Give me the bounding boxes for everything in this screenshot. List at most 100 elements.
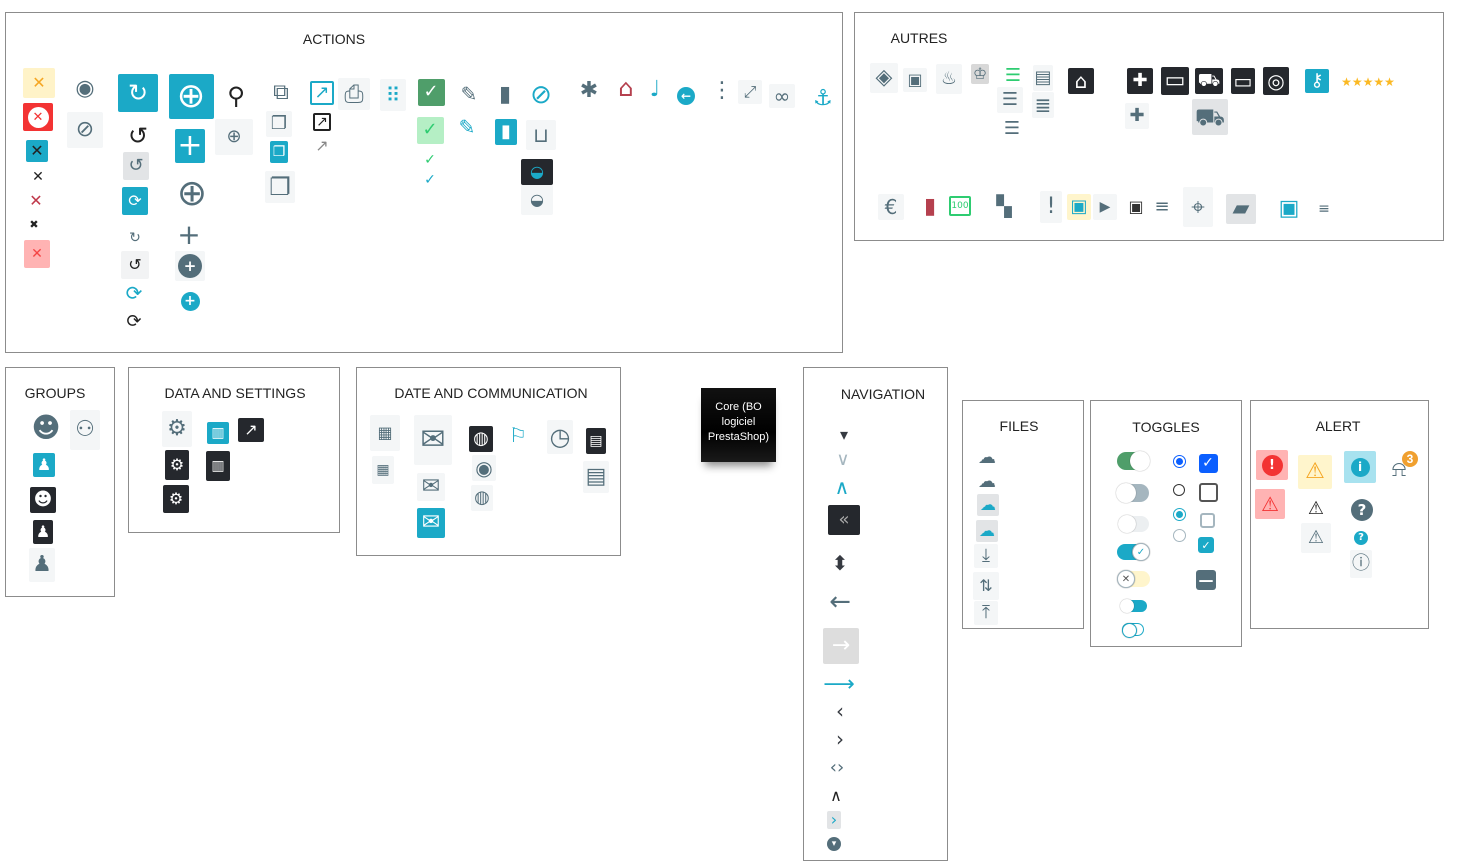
language-icon[interactable]: ◍ <box>471 485 493 511</box>
radio-unchecked[interactable] <box>1172 528 1186 542</box>
list-icon[interactable]: ☰ <box>997 87 1023 113</box>
vpn-key-icon[interactable]: ⚷ <box>1305 69 1329 93</box>
radio-checked[interactable] <box>1172 507 1186 521</box>
swap-vert-icon[interactable]: ⇅ <box>973 572 999 600</box>
download-icon[interactable]: ⤓ <box>974 544 998 568</box>
add-accent-icon[interactable]: + <box>175 129 205 163</box>
euro-icon[interactable]: € <box>878 194 904 220</box>
toggle-switch[interactable] <box>1117 451 1150 471</box>
upload-icon[interactable]: ⤒ <box>974 601 998 625</box>
warning-muted-icon[interactable]: ⚠ <box>1301 523 1331 553</box>
priority-high-icon[interactable]: ! <box>1040 191 1062 223</box>
settings-dark-icon[interactable]: ⚙ <box>165 450 189 480</box>
add-circle-icon[interactable]: + <box>175 251 205 281</box>
sync-accent-icon[interactable]: ⟳ <box>122 187 148 215</box>
assessment-dark-icon[interactable]: ▥ <box>206 451 230 481</box>
file-copy-icon[interactable]: ❐ <box>266 111 292 137</box>
drag-indicator-icon[interactable]: ⠿ <box>380 79 406 111</box>
undo-icon[interactable]: ↺ <box>123 152 149 180</box>
arrow-forward-icon[interactable]: → <box>823 628 859 664</box>
calendar-icon[interactable]: ▦ <box>370 415 400 451</box>
mail-outline-icon[interactable]: ✉ <box>414 415 452 465</box>
description-icon[interactable]: ▤ <box>1033 65 1053 91</box>
warning-icon[interactable]: ⚠ <box>1298 455 1332 489</box>
trending-up-icon[interactable]: ↗ <box>238 418 264 442</box>
track-changes-icon[interactable]: ◎ <box>1263 67 1289 95</box>
work-play-icon[interactable]: ▶ <box>1093 194 1117 220</box>
checkbox-indeterminate[interactable]: — <box>1196 570 1216 590</box>
trophy-icon[interactable]: ♔ <box>971 64 989 84</box>
check-success-icon[interactable]: ✓ <box>417 78 445 106</box>
shopping-basket-dark-icon[interactable]: ◒ <box>521 159 553 185</box>
print-icon[interactable]: ⎙ <box>338 78 370 110</box>
history-small-icon[interactable]: ↺ <box>121 251 149 279</box>
toggle-switch[interactable]: ✕ <box>1117 570 1150 588</box>
close-accent-icon[interactable]: ✕ <box>26 140 48 162</box>
clock-icon[interactable]: ◷ <box>547 420 573 454</box>
tag-heart-icon[interactable]: ◈ <box>870 63 898 93</box>
cancel-icon[interactable]: ✕ <box>23 103 53 131</box>
radio-checked[interactable] <box>1172 454 1186 468</box>
cloud-download-accent-icon[interactable]: ☁ <box>976 520 998 542</box>
checkbox-checked[interactable]: ✓ <box>1198 453 1218 473</box>
mail-accent-icon[interactable]: ✉ <box>417 508 445 538</box>
account-box-dark-icon[interactable]: ☻ <box>30 487 56 513</box>
visibility-off-icon[interactable]: ⊘ <box>67 112 103 148</box>
work-icon[interactable]: ▣ <box>903 68 927 92</box>
warning-danger-icon[interactable]: ⚠ <box>1255 489 1285 519</box>
chat-dark-icon[interactable]: ▤ <box>586 428 606 454</box>
toggle-switch[interactable] <box>1120 599 1147 613</box>
toggle-switch[interactable] <box>1116 483 1149 503</box>
radio-unchecked[interactable] <box>1173 484 1185 496</box>
chevron-right-accent-icon[interactable]: › <box>827 811 841 829</box>
store-icon[interactable]: ⌂ <box>1068 68 1094 94</box>
save-highlight-icon[interactable]: ▣ <box>1067 194 1091 220</box>
info-accent-icon[interactable]: i <box>1344 451 1376 483</box>
fullscreen-icon[interactable]: ⤢ <box>738 80 762 104</box>
credit-card-icon[interactable]: ▭ <box>1231 68 1255 94</box>
extension-dark-icon[interactable]: ✚ <box>1127 68 1153 94</box>
cloud-upload-accent-icon[interactable]: ☁ <box>977 494 999 516</box>
shopping-basket-icon[interactable]: ◒ <box>521 185 553 215</box>
toggle-switch[interactable]: ✓ <box>1117 543 1150 561</box>
note-icon[interactable]: ▰ <box>1226 194 1256 224</box>
language-dark-icon[interactable]: ◍ <box>469 426 493 452</box>
double-chevron-left-icon[interactable]: « <box>828 505 860 535</box>
reorder-icon[interactable]: ≣ <box>1032 92 1054 118</box>
toggle-switch[interactable] <box>1122 622 1144 638</box>
close-pink-icon[interactable]: ✕ <box>24 240 50 268</box>
person-icon[interactable]: ♟ <box>29 548 55 582</box>
settings-box-dark-icon[interactable]: ⚙ <box>163 485 189 513</box>
checkbox-checked[interactable]: ✓ <box>1198 537 1214 553</box>
toggle-switch[interactable] <box>1118 515 1149 533</box>
local-shipping-icon[interactable]: ⛟ <box>1192 99 1228 135</box>
comment-icon[interactable]: ▤ <box>583 461 609 493</box>
settings-icon[interactable]: ⚙ <box>162 411 192 447</box>
delete-accent-icon[interactable]: ▮ <box>495 119 517 145</box>
event-icon[interactable]: ▦ <box>372 456 394 484</box>
contact-dark-icon[interactable]: ♟ <box>33 520 53 544</box>
desktop-icon[interactable]: ▭ <box>1161 67 1189 95</box>
public-icon[interactable]: ◉ <box>472 455 496 481</box>
extension-icon[interactable]: ✚ <box>1125 103 1149 129</box>
checkbox-unchecked[interactable] <box>1198 482 1218 502</box>
check-success-light-icon[interactable]: ✓ <box>416 116 444 144</box>
library-icon[interactable]: ❐ <box>265 171 295 203</box>
bar-chart-accent-icon[interactable]: ▥ <box>207 422 229 444</box>
group-icon[interactable]: ⚇ <box>70 410 100 450</box>
local-shipping-dark-icon[interactable]: ⛟ <box>1195 68 1223 94</box>
checkbox-unchecked[interactable] <box>1199 512 1215 528</box>
add-circle-accent-icon[interactable]: ⊕ <box>168 73 214 119</box>
refresh-accent-icon[interactable]: ↻ <box>118 74 158 112</box>
close-warning-icon[interactable]: ✕ <box>23 68 55 98</box>
shopping-cart-icon[interactable]: ⊔ <box>526 120 556 150</box>
place-icon[interactable]: ⌖ <box>1183 187 1213 227</box>
cake-icon[interactable]: ♨ <box>936 64 962 94</box>
file-copy-accent-icon[interactable]: ❐ <box>270 141 288 163</box>
mail-icon[interactable]: ✉ <box>417 473 445 501</box>
info-outline-icon[interactable]: ⓘ <box>1350 550 1372 578</box>
link-icon[interactable]: ∞ <box>769 84 795 108</box>
zoom-in-icon[interactable]: ⊕ <box>215 119 253 155</box>
person-box-accent-icon[interactable]: ♟ <box>33 453 55 477</box>
error-icon[interactable]: ! <box>1256 450 1288 480</box>
